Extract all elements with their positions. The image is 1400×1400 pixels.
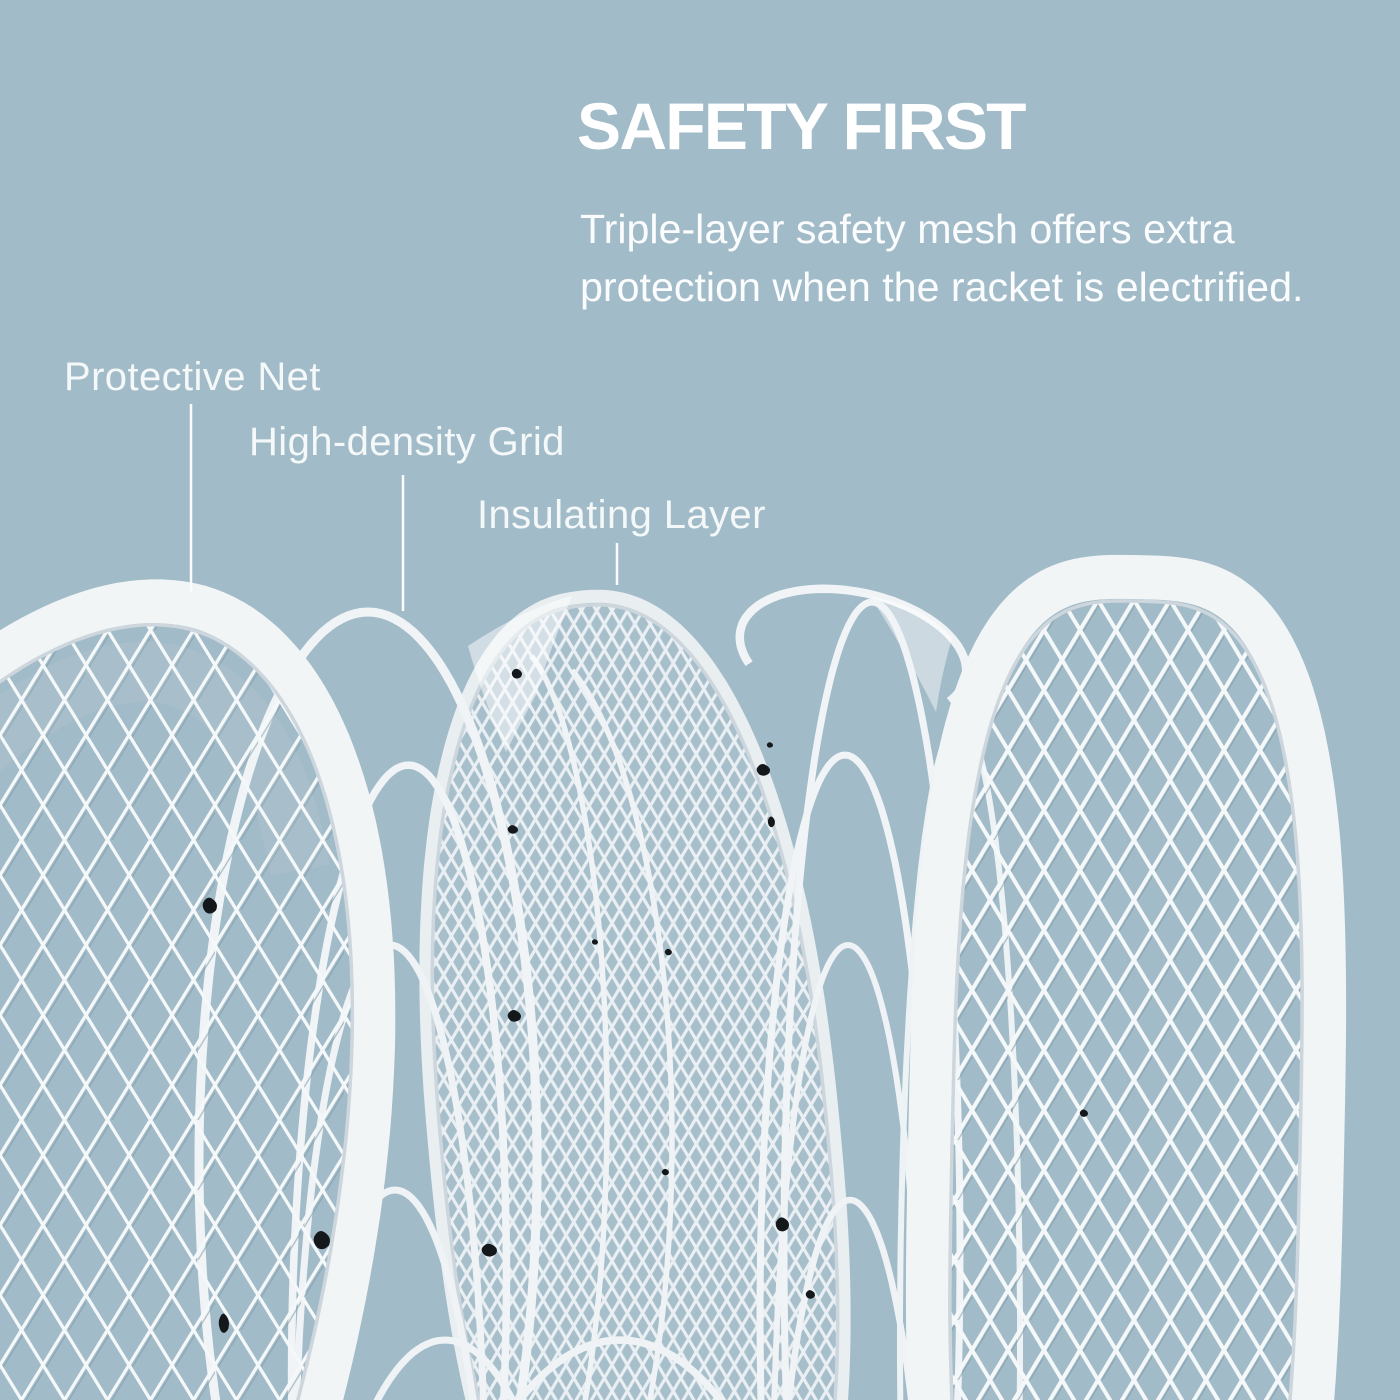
svg-text:Insulating Layer: Insulating Layer — [477, 493, 766, 537]
svg-text:Triple-layer safety mesh offer: Triple-layer safety mesh offers extra — [580, 206, 1235, 252]
svg-text:protection when the racket is: protection when the racket is electrifie… — [580, 264, 1303, 310]
svg-text:SAFETY FIRST: SAFETY FIRST — [577, 89, 1026, 163]
svg-text:High-density Grid: High-density Grid — [249, 420, 565, 464]
svg-text:Protective Net: Protective Net — [64, 355, 321, 399]
